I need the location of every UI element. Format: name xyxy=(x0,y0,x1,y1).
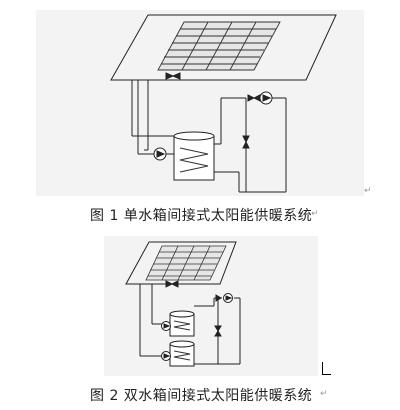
solar-collector-panel xyxy=(157,21,281,71)
upper-tank xyxy=(169,310,195,337)
figure-2-caption: 图 2 双水箱间接式太阳能供暖系统 xyxy=(90,388,313,404)
figure-1-caption: 图 1 单水箱间接式太阳能供暖系统 xyxy=(90,208,313,224)
lower-tank xyxy=(169,340,195,367)
figure-1-diagram xyxy=(36,10,364,196)
paragraph-mark-3: ↵ xyxy=(320,389,328,399)
valve-icon xyxy=(165,72,175,80)
collector-roof xyxy=(110,14,337,81)
paragraph-mark-2: ↵ xyxy=(364,186,372,196)
text-cursor xyxy=(322,362,331,375)
valve-icon-2 xyxy=(242,135,250,144)
dual-tank-system-svg xyxy=(125,241,241,367)
single-tank-system-svg xyxy=(110,14,337,193)
collector-roof xyxy=(125,241,237,285)
storage-tank xyxy=(173,131,215,181)
solar-collector-panel xyxy=(145,245,227,281)
paragraph-mark: ↵ xyxy=(311,209,319,219)
figure-2-diagram xyxy=(104,236,318,376)
